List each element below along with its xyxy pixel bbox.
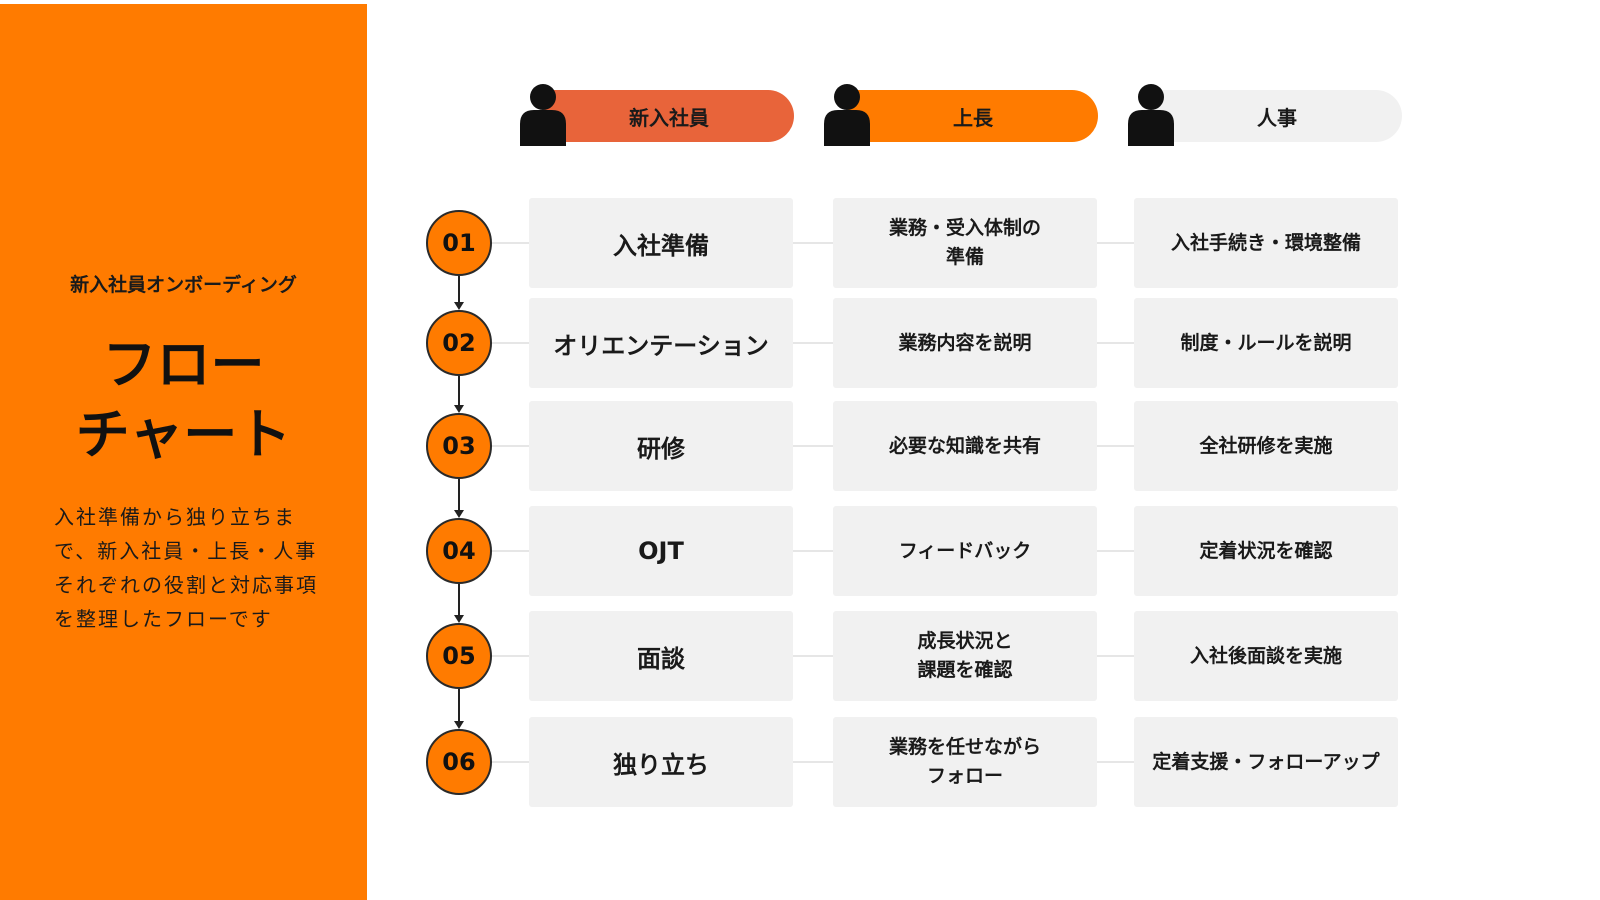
step-cell-employee: 独り立ち xyxy=(529,717,793,807)
step-number-badge: 03 xyxy=(426,413,492,479)
step-cell-manager: 業務を任せながら フォロー xyxy=(833,717,1097,807)
step-number-badge: 01 xyxy=(426,210,492,276)
step-cell-manager: 業務・受入体制の 準備 xyxy=(833,198,1097,288)
row-connector xyxy=(490,342,1134,344)
person-icon xyxy=(824,84,870,146)
row-connector xyxy=(490,445,1134,447)
step-cell-employee: オリエンテーション xyxy=(529,298,793,388)
row-connector xyxy=(490,242,1134,244)
step-cell-employee: OJT xyxy=(529,506,793,596)
row-connector xyxy=(490,761,1134,763)
step-cell-manager: フィードバック xyxy=(833,506,1097,596)
step-cell-manager: 業務内容を説明 xyxy=(833,298,1097,388)
row-connector xyxy=(490,550,1134,552)
arrow-down-icon xyxy=(454,276,464,310)
role-pill: 上長 xyxy=(848,90,1098,142)
page-title: フローチャート xyxy=(0,330,367,470)
step-cell-manager: 成長状況と 課題を確認 xyxy=(833,611,1097,701)
arrow-down-icon xyxy=(454,376,464,413)
step-cell-hr: 定着状況を確認 xyxy=(1134,506,1398,596)
step-cell-employee: 入社準備 xyxy=(529,198,793,288)
person-icon xyxy=(520,84,566,146)
step-cell-hr: 全社研修を実施 xyxy=(1134,401,1398,491)
side-panel xyxy=(0,4,367,900)
role-label: 新入社員 xyxy=(629,105,709,130)
role-pill: 新入社員 xyxy=(544,90,794,142)
step-cell-hr: 入社手続き・環境整備 xyxy=(1134,198,1398,288)
page-subtitle: 新入社員オンボーディング xyxy=(70,274,297,296)
person-icon xyxy=(1128,84,1174,146)
step-cell-employee: 研修 xyxy=(529,401,793,491)
page-title-line: フロー xyxy=(102,333,265,396)
arrow-down-icon xyxy=(454,479,464,518)
step-cell-hr: 制度・ルールを説明 xyxy=(1134,298,1398,388)
role-label: 人事 xyxy=(1257,105,1297,130)
step-number-badge: 02 xyxy=(426,310,492,376)
page-description: 入社準備から独り立ちまで、新入社員・上長・人事それぞれの役割と対応事項を整理した… xyxy=(54,505,318,631)
row-connector xyxy=(490,655,1134,657)
step-number-badge: 06 xyxy=(426,729,492,795)
page-title-line: チャート xyxy=(75,403,292,466)
step-number-badge: 04 xyxy=(426,518,492,584)
step-cell-hr: 定着支援・フォローアップ xyxy=(1134,717,1398,807)
step-cell-hr: 入社後面談を実施 xyxy=(1134,611,1398,701)
arrow-down-icon xyxy=(454,689,464,729)
arrow-down-icon xyxy=(454,584,464,623)
step-number-badge: 05 xyxy=(426,623,492,689)
step-cell-manager: 必要な知識を共有 xyxy=(833,401,1097,491)
step-cell-employee: 面談 xyxy=(529,611,793,701)
role-pill: 人事 xyxy=(1152,90,1402,142)
role-label: 上長 xyxy=(953,105,993,130)
